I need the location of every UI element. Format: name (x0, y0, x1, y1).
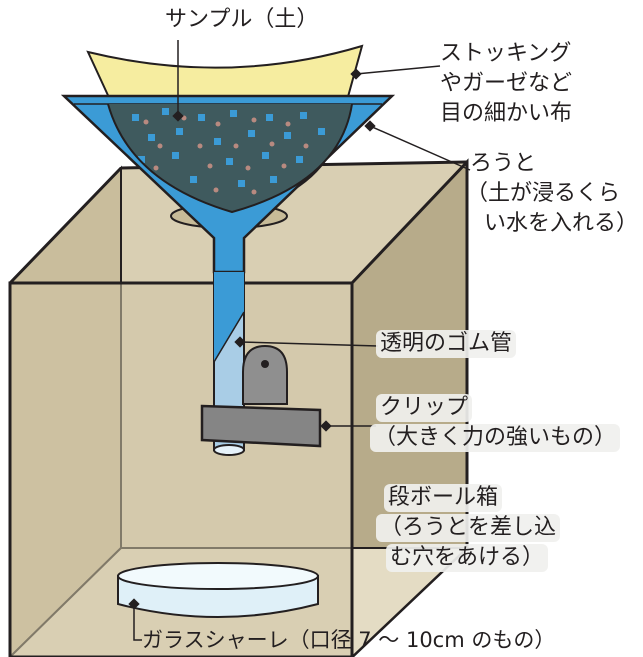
leader-lines (133, 40, 471, 641)
label-box-line3: む穴をあける） (386, 544, 549, 572)
label-petri-dish: ガラスシャーレ（口径 7 〜 10cm のもの） (142, 628, 556, 652)
clip (200, 344, 322, 448)
label-rubber-tube: 透明のゴム管 (376, 330, 517, 358)
label-funnel-line2: （土が浸るくら (466, 181, 621, 206)
label-box-line1: 段ボール箱 (384, 484, 503, 512)
petri-dish (117, 562, 319, 618)
box-top-edge (8, 166, 123, 285)
label-cloth-line1: ストッキング (440, 41, 572, 66)
label-funnel-line3: い水を入れる） (484, 211, 639, 236)
label-box-line2: （ろうとを差し込 (376, 514, 561, 542)
label-funnel-line1: ろうと (470, 151, 537, 176)
label-clip-line2: （大きく力の強いもの） (370, 424, 621, 452)
label-sample: サンプル（土） (165, 7, 319, 32)
label-clip-line1: クリップ (376, 394, 473, 422)
label-cloth-line2: やガーゼなど (440, 71, 573, 96)
soil-sample (108, 104, 352, 212)
label-cloth-line3: 目の細かい布 (440, 101, 573, 126)
